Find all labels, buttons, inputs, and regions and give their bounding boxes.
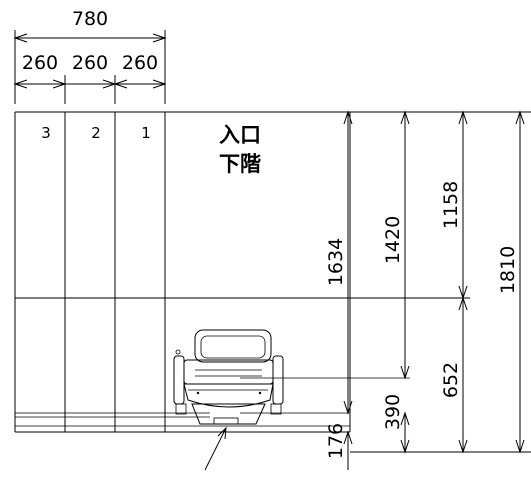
dim-1158-group: 1158 <box>440 110 468 300</box>
chair-footrest <box>191 403 266 425</box>
arrow-up-icon <box>400 411 410 426</box>
dim-652-group: 652 <box>440 296 468 454</box>
arrow-up-icon <box>343 430 353 445</box>
chair-seat <box>183 359 274 385</box>
dim-652-label: 652 <box>440 362 462 398</box>
arrow-up-icon <box>458 110 468 125</box>
arrow-left-icon <box>13 33 28 43</box>
dim-390-label: 390 <box>382 394 404 430</box>
chair-base <box>183 383 274 408</box>
top-dimension-group: 780 260 260 260 <box>13 8 167 104</box>
dim-seg-3: 260 <box>122 52 158 74</box>
chair-dot-icon <box>258 391 262 395</box>
dim-1420-group: 1420 <box>382 110 410 380</box>
arrow-up-icon <box>458 296 468 311</box>
chair-carriage-left <box>175 403 187 415</box>
arrow-right-icon <box>52 79 67 89</box>
arrow-right-icon <box>152 33 167 43</box>
armrest-knob-icon <box>175 349 181 355</box>
arrow-down-icon <box>343 400 353 415</box>
leader-line <box>204 427 227 471</box>
dim-176-label: 176 <box>325 423 347 459</box>
arrow-right-icon <box>152 79 167 89</box>
arrow-down-icon <box>400 439 410 454</box>
stair-area: 3 2 1 入口 下階 <box>14 111 351 433</box>
dim-1420-label: 1420 <box>382 216 404 264</box>
leader-arrow-icon <box>204 426 227 471</box>
dim-seg-2: 260 <box>72 52 108 74</box>
arrow-left-icon <box>13 79 28 89</box>
dim-1634-group: 1634 <box>325 110 353 415</box>
chair-armrest-right <box>272 355 284 405</box>
arrow-up-icon <box>400 110 410 125</box>
entrance-label: 入口 <box>219 123 261 147</box>
dim-total-780: 780 <box>72 8 108 30</box>
dim-176-group: 176 <box>325 423 353 470</box>
arrow-down-icon <box>400 365 410 380</box>
step-number-3: 3 <box>41 124 51 142</box>
arrow-left-icon <box>113 79 128 89</box>
chair-backrest <box>194 329 272 363</box>
step-number-1: 1 <box>141 124 151 142</box>
chair-carriage-right <box>270 403 282 415</box>
dim-390-group: 390 <box>382 394 410 454</box>
chair-backrest-inner <box>200 335 266 359</box>
lower-floor-label: 下階 <box>219 152 261 176</box>
dim-seg-1: 260 <box>22 52 58 74</box>
arrow-down-icon <box>458 439 468 454</box>
step-number-2: 2 <box>91 124 101 142</box>
chair-dot-icon <box>196 391 200 395</box>
stairlift-chair-icon <box>173 329 284 425</box>
dim-1634-label: 1634 <box>325 238 347 286</box>
leader-arrowhead-icon <box>217 426 227 440</box>
dim-1810-group: 1810 <box>470 110 531 454</box>
dim-1158-label: 1158 <box>440 181 462 229</box>
dim-1810-label: 1810 <box>497 246 519 294</box>
arrow-up-icon <box>343 110 353 125</box>
chair-footrest-plate <box>213 417 239 425</box>
chair-armrest-left <box>173 355 185 405</box>
